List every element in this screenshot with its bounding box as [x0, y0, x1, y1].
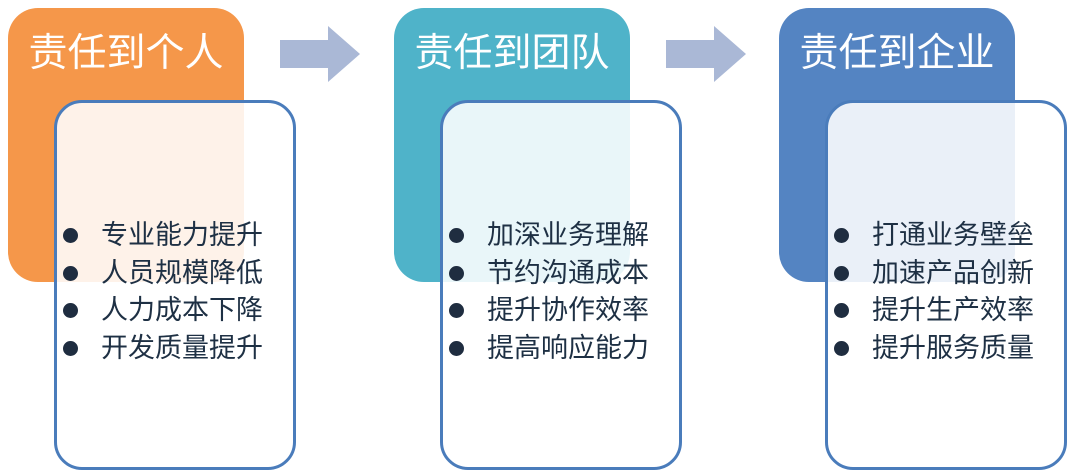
- list-item: 打通业务壁垒: [828, 217, 1064, 255]
- right-arrow-icon: [666, 26, 746, 82]
- list-item-text: 提升服务质量: [872, 332, 1034, 364]
- list-item: 提升服务质量: [828, 330, 1064, 368]
- bullet-dot: [834, 265, 849, 281]
- list-item-text: 专业能力提升: [101, 220, 263, 251]
- list-item-text: 打通业务壁垒: [872, 220, 1034, 251]
- list-item-text: 人力成本下降: [101, 295, 263, 326]
- list-item-text: 节约沟通成本: [487, 257, 649, 289]
- stage-card: 加深业务理解 节约沟通成本 提升协作效率 提高响应能力: [440, 100, 682, 470]
- stage-team: 责任到团队 加深业务理解 节约沟通成本 提升协作效率 提高响应能力: [386, 0, 696, 476]
- list-item: 人员规模降低: [57, 255, 293, 293]
- stage-title: 责任到个人: [28, 31, 224, 76]
- bullet-dot: [449, 340, 464, 356]
- list-item: 加速产品创新: [828, 255, 1064, 293]
- bullet-list: 专业能力提升 人员规模降低 人力成本下降 开发质量提升: [57, 217, 293, 367]
- stage-title: 责任到团队: [414, 31, 610, 76]
- list-item-text: 提升协作效率: [487, 295, 649, 326]
- stage-title: 责任到企业: [799, 31, 995, 76]
- bullet-dot: [449, 228, 464, 243]
- bullet-dot: [63, 265, 78, 281]
- list-item: 人力成本下降: [57, 292, 293, 330]
- bullet-dot: [63, 228, 78, 243]
- bullet-dot: [63, 340, 78, 356]
- list-item-text: 提升生产效率: [872, 295, 1034, 326]
- list-item: 提升生产效率: [828, 292, 1064, 330]
- list-item: 加深业务理解: [443, 217, 679, 255]
- bullet-dot: [449, 265, 464, 281]
- bullet-dot: [834, 303, 849, 318]
- bullet-dot: [63, 303, 78, 318]
- list-item-text: 加深业务理解: [487, 220, 649, 251]
- list-item-text: 提高响应能力: [487, 332, 649, 364]
- list-item: 节约沟通成本: [443, 255, 679, 293]
- bullet-dot: [834, 340, 849, 356]
- bullet-list: 加深业务理解 节约沟通成本 提升协作效率 提高响应能力: [443, 217, 679, 367]
- list-item: 提升协作效率: [443, 292, 679, 330]
- list-item-text: 开发质量提升: [101, 332, 263, 364]
- bullet-dot: [449, 303, 464, 318]
- list-item: 开发质量提升: [57, 330, 293, 368]
- bullet-dot: [834, 228, 849, 243]
- stage-card: 打通业务壁垒 加速产品创新 提升生产效率 提升服务质量: [825, 100, 1067, 470]
- bullet-list: 打通业务壁垒 加速产品创新 提升生产效率 提升服务质量: [828, 217, 1064, 367]
- stage-individual: 责任到个人 专业能力提升 人员规模降低 人力成本下降 开发质量提升: [0, 0, 310, 476]
- list-item-text: 加速产品创新: [872, 257, 1034, 289]
- list-item-text: 人员规模降低: [101, 257, 263, 289]
- list-item: 提高响应能力: [443, 330, 679, 368]
- right-arrow-icon: [280, 26, 360, 82]
- stage-card: 专业能力提升 人员规模降低 人力成本下降 开发质量提升: [54, 100, 296, 470]
- stage-enterprise: 责任到企业 打通业务壁垒 加速产品创新 提升生产效率 提升服务质量: [771, 0, 1080, 476]
- list-item: 专业能力提升: [57, 217, 293, 255]
